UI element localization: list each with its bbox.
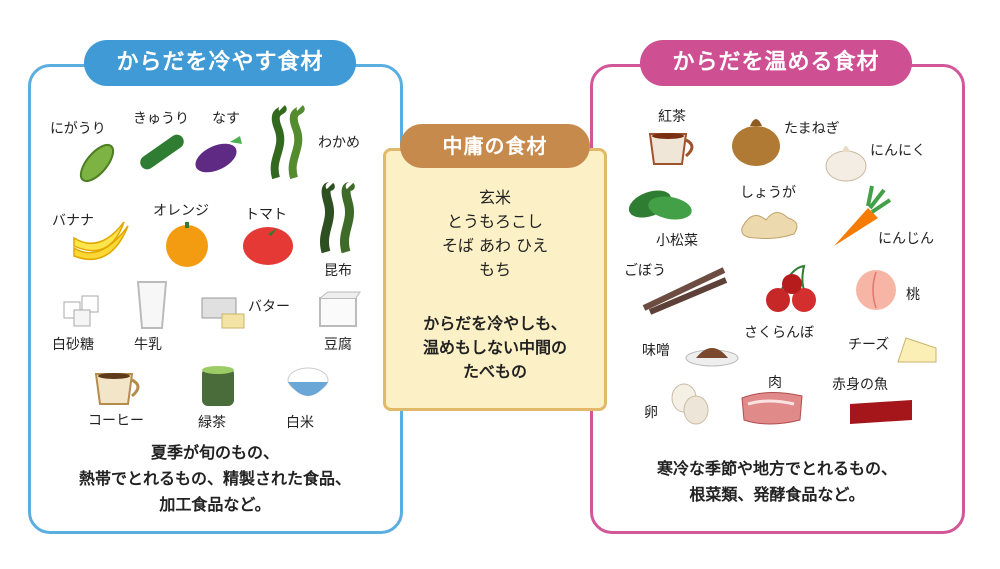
neutral-foods-panel [383,148,607,411]
coffee-cup-icon [94,373,140,405]
food-label: 小松菜 [656,233,698,249]
red-fish-icon [850,400,912,424]
peach-icon [856,270,896,310]
food-label: なす [212,111,240,127]
white-sugar-icon [63,295,99,327]
orange-icon [166,222,208,267]
neutral-item: そば あわ ひえ [441,236,549,255]
kelp-kombu-icon [320,181,355,254]
food-label: にがうり [50,121,106,137]
food-label: しょうが [740,185,796,201]
food-label: 豆腐 [324,337,352,353]
food-label: バナナ [52,213,94,229]
green-tea-icon [202,366,234,406]
food-label: さくらんぼ [744,325,814,341]
carrot-icon [834,185,892,246]
white-rice-icon [287,367,329,396]
food-label: 紅茶 [658,109,686,125]
description-line: 加工食品など。 [159,495,271,514]
description-line: 熱帯でとれるもの、精製された食品、 [78,469,351,488]
description-line: 寒冷な季節や地方でとれるもの、 [656,459,897,478]
burdock-root-icon [642,267,728,315]
garlic-icon [825,146,867,182]
food-label: コーヒー [88,413,144,429]
food-label: トマト [245,207,287,223]
food-label: 白砂糖 [52,337,94,353]
milk-glass-icon [136,281,168,329]
food-label: 肉 [768,375,782,391]
tomato-icon [243,227,293,265]
banana-icon [73,221,129,261]
food-label: わかめ [318,135,360,151]
food-label: ごぼう [624,263,666,279]
food-label: 桃 [906,287,920,303]
food-label: 卵 [644,405,658,421]
food-label: きゅうり [133,111,189,127]
eggs-icon [671,383,709,425]
warm-foods-title: からだを温める食材 [640,40,912,86]
neutral-item: とうもろこし [446,212,543,231]
description-line: 温めもしない中間の [422,338,567,357]
neutral-foods-title: 中庸の食材 [400,124,590,168]
wakame-seaweed-icon [270,105,305,180]
food-label: 緑茶 [198,415,226,431]
food-label: 味噌 [642,343,670,359]
black-tea-cup-icon [648,133,694,165]
food-label: オレンジ [153,203,209,219]
food-label: 牛乳 [134,337,162,353]
warm-foods-description: 寒冷な季節や地方でとれるもの、 根菜類、発酵食品など。 [592,456,962,508]
onion-icon [732,119,780,166]
cool-foods-title: からだを冷やす食材 [84,40,356,86]
description-line: 根菜類、発酵食品など。 [689,485,865,504]
food-label: バター [248,299,290,315]
cherries-icon [766,264,816,312]
neutral-foods-list: 玄米 とうもろこし そば あわ ひえ もち [383,186,607,282]
neutral-foods-description: からだを冷やしも、 温めもしない中間の たべもの [383,312,607,384]
eggplant-icon [195,136,242,173]
butter-icon [201,297,245,329]
food-label: にんじん [878,231,934,247]
komatsuna-icon [628,190,692,220]
neutral-item: もち [478,260,511,279]
food-label: にんにく [870,143,926,159]
tofu-icon [319,291,361,327]
food-label: チーズ [848,337,890,353]
ginger-icon [741,212,798,239]
food-label: たまねぎ [784,121,840,137]
bitter-gourd-icon [79,143,115,183]
cheese-icon [897,337,937,363]
description-line: たべもの [462,362,527,381]
cucumber-icon [140,134,184,170]
cool-foods-description: 夏季が旬のもの、 熱帯でとれるもの、精製された食品、 加工食品など。 [30,440,400,518]
meat-icon [741,392,803,425]
food-label: 昆布 [324,263,352,279]
description-line: 夏季が旬のもの、 [150,443,279,462]
food-label: 白米 [286,415,314,431]
food-label: 赤身の魚 [832,377,888,393]
description-line: からだを冷やしも、 [423,314,567,333]
miso-icon [685,348,739,367]
neutral-item: 玄米 [478,188,511,207]
